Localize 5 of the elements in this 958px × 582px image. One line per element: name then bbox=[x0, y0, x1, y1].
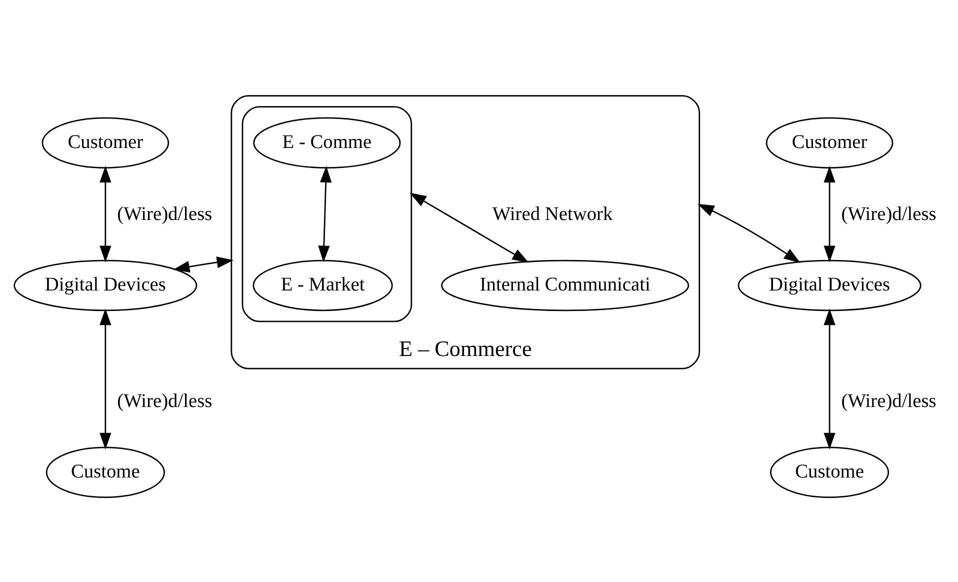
edge-label: Wired Network bbox=[492, 204, 612, 225]
edge-label: (Wire)d/less bbox=[116, 390, 212, 412]
edge-label: (Wire)d/less bbox=[840, 390, 936, 412]
edge-label: (Wire)d/less bbox=[840, 204, 936, 225]
edge-label: (Wire)d/less bbox=[116, 204, 212, 225]
